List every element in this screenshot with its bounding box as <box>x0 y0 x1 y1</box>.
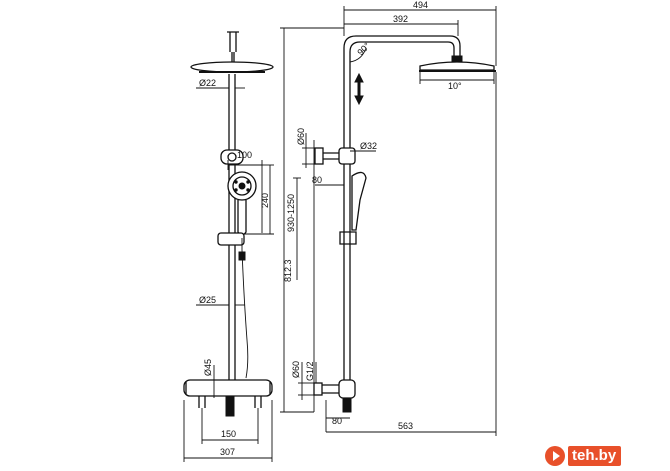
dim-handshower-length: 240 <box>260 193 270 208</box>
front-holder-knob <box>227 152 237 162</box>
play-arrow-icon <box>545 446 565 466</box>
dim-inlet-dia: Ø60 <box>291 361 301 378</box>
dim-height-range: 930-1250 <box>286 194 296 232</box>
dim-head-tilt: 10° <box>448 81 462 91</box>
side-mixer-neck <box>343 372 351 380</box>
side-handshower <box>351 171 367 231</box>
front-slider <box>217 232 245 246</box>
front-handshower-handle <box>237 200 247 236</box>
side-riser <box>343 164 351 372</box>
front-hose <box>241 238 249 379</box>
dim-arm-total: 494 <box>413 0 428 10</box>
front-hose-nut <box>238 251 246 261</box>
dim-bar-width: 307 <box>220 447 235 457</box>
brand-watermark-text: teh.by <box>568 446 622 466</box>
front-upper-pipe <box>228 74 236 150</box>
dim-head-pipe-dia: Ø22 <box>199 78 216 88</box>
front-holder <box>220 149 244 165</box>
front-handshower-center <box>238 182 246 190</box>
dim-riser-length: 812.3 <box>283 259 293 282</box>
side-slider <box>339 231 357 245</box>
front-mixer-outlet <box>228 372 236 380</box>
front-handshower-ring <box>232 176 252 196</box>
dim-arm-reach: 392 <box>393 14 408 24</box>
front-head-arm <box>231 52 235 62</box>
side-adjust-arrow <box>354 72 364 106</box>
front-view: Ø22 100 240 Ø25 Ø45 150 307 <box>183 31 274 462</box>
front-head-plate <box>190 61 274 73</box>
dim-inlet-thread: G1/2 <box>305 361 315 381</box>
side-riser-upper <box>343 140 351 148</box>
side-holder-arm <box>322 152 339 160</box>
side-mixer <box>338 379 356 399</box>
dim-wall-offset: 80 <box>332 416 342 426</box>
side-inlet-pipe <box>322 384 339 394</box>
front-mixer-bar <box>183 379 273 397</box>
front-head-neck <box>227 31 239 52</box>
side-view: 90° 10° 494 392 <box>280 0 497 436</box>
dim-handshower-width: 100 <box>237 150 252 160</box>
side-head-joint <box>451 55 463 63</box>
side-angle-arc <box>349 47 367 63</box>
dim-bar-center: 150 <box>221 429 236 439</box>
front-inlet-right <box>254 396 262 408</box>
dim-riser-dia: Ø25 <box>199 295 216 305</box>
dim-bar-height: Ø45 <box>203 359 213 376</box>
front-handshower-dot <box>234 180 238 184</box>
side-wall-bracket <box>314 147 324 165</box>
brand-watermark: teh.by <box>545 445 622 467</box>
side-head <box>419 61 495 71</box>
dim-holder-offset: 80 <box>312 175 322 185</box>
front-handshower-dot <box>246 188 250 192</box>
side-mixer-spout <box>342 397 352 413</box>
front-mixer-spout <box>225 395 235 417</box>
dim-total-depth: 563 <box>398 421 413 431</box>
front-inlet-left <box>198 396 206 408</box>
side-arm <box>343 35 461 140</box>
front-mixer-knobs <box>185 382 271 394</box>
front-handshower-dot <box>234 188 238 192</box>
dim-arm-angle: 90° <box>355 40 372 57</box>
dim-slider-dia: Ø32 <box>360 141 377 151</box>
side-holder <box>338 147 356 165</box>
dim-holder-dia: Ø60 <box>296 128 306 145</box>
front-handshower-dot <box>246 180 250 184</box>
side-inlet-nut <box>313 382 323 396</box>
